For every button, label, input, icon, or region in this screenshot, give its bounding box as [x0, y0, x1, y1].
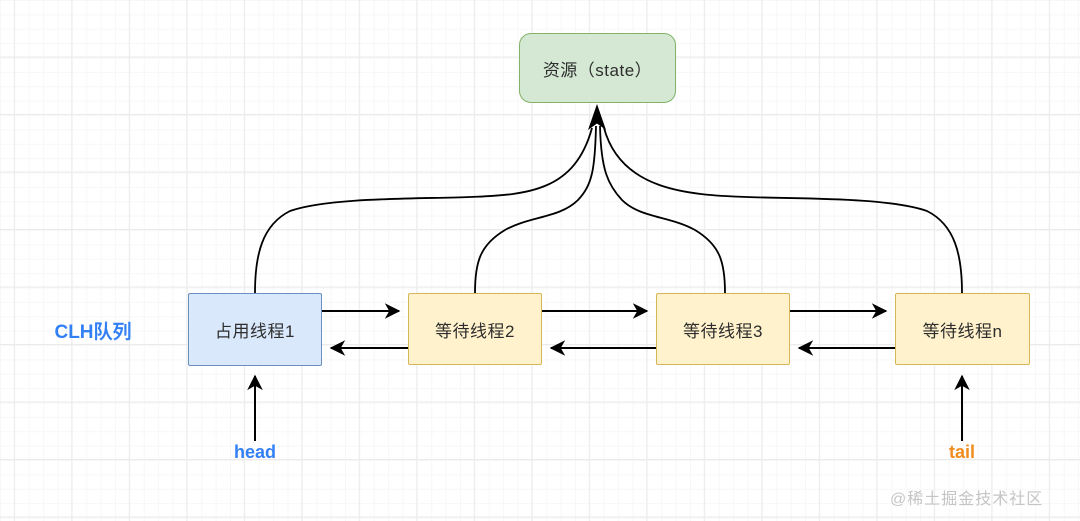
node-label: 等待线程n: [922, 321, 1003, 341]
node-label: 占用线程1: [215, 322, 295, 341]
node-label: 等待线程2: [435, 321, 515, 341]
edge-occupy1-to-resource: [254, 127, 593, 294]
node-waiting-thread-3: 等待线程3: [656, 293, 790, 365]
node-resource-state: 资源（state）: [519, 33, 676, 103]
edge-waitn-to-resource: [603, 127, 963, 294]
node-resource-label: 资源（state）: [542, 60, 653, 80]
clh-queue-label: CLH队列: [54, 322, 132, 343]
node-waiting-thread-2: 等待线程2: [408, 293, 542, 365]
node-waiting-thread-n: 等待线程n: [895, 293, 1030, 365]
resource-arrowhead: [588, 104, 606, 130]
head-pointer-label: head: [233, 442, 276, 462]
node-label: 等待线程3: [683, 321, 763, 341]
edge-wait3-to-resource: [599, 125, 726, 294]
node-occupying-thread-1: 占用线程1: [188, 293, 322, 366]
juejin-watermark: @稀土掘金技术社区: [890, 491, 1044, 508]
edge-wait2-to-resource: [474, 125, 597, 294]
tail-pointer-label: tail: [948, 442, 975, 462]
